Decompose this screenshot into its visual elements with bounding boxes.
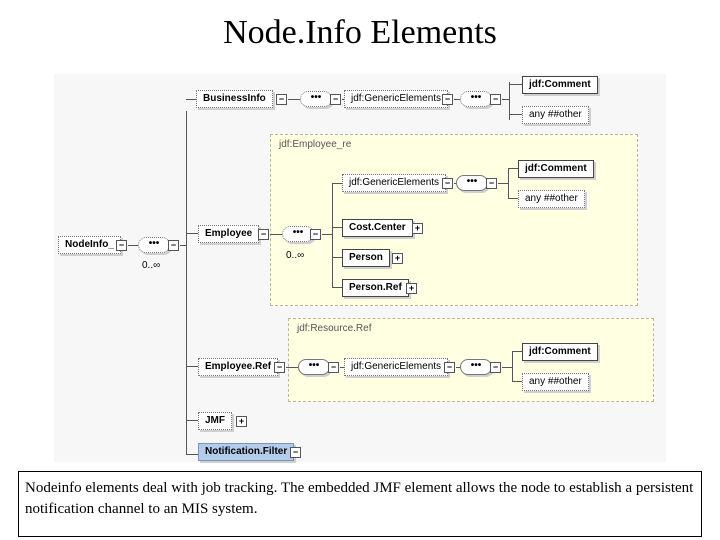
person-ref-expander[interactable]: + bbox=[406, 283, 417, 294]
cost-center-element[interactable]: Cost.Center bbox=[342, 219, 413, 237]
generic-elements-expander[interactable]: − bbox=[444, 362, 455, 373]
connector bbox=[502, 99, 509, 100]
connector bbox=[186, 366, 198, 367]
connector bbox=[456, 367, 460, 368]
comment-element[interactable]: jdf:Comment bbox=[522, 76, 598, 94]
comment-element[interactable]: jdf:Comment bbox=[518, 160, 594, 178]
connector bbox=[180, 245, 186, 246]
generic-elements-expander[interactable]: − bbox=[442, 94, 453, 105]
generic-elements-element[interactable]: jdf:GenericElements bbox=[342, 174, 447, 192]
sequence-expander[interactable]: − bbox=[490, 362, 501, 373]
employee-ref-expander[interactable]: − bbox=[274, 362, 285, 373]
connector bbox=[186, 420, 198, 421]
generic-elements-element[interactable]: jdf:GenericElements bbox=[344, 90, 449, 108]
connector bbox=[270, 234, 282, 235]
any-other-wildcard[interactable]: any ##other bbox=[522, 106, 589, 124]
business-info-expander[interactable]: − bbox=[276, 94, 287, 105]
connector bbox=[186, 233, 198, 234]
connector-trunk bbox=[186, 111, 187, 455]
employee-ref-element[interactable]: Employee.Ref bbox=[198, 358, 279, 376]
connector bbox=[332, 183, 333, 287]
jmf-expander[interactable]: + bbox=[236, 416, 247, 427]
any-other-wildcard[interactable]: any ##other bbox=[522, 373, 589, 391]
sequence-expander[interactable]: − bbox=[168, 240, 179, 251]
sequence-expander[interactable]: − bbox=[486, 178, 497, 189]
connector bbox=[512, 381, 522, 382]
choice-expander[interactable]: − bbox=[310, 229, 321, 240]
connector bbox=[288, 99, 300, 100]
connector bbox=[332, 257, 342, 258]
node-info-multiplicity: 0..∞ bbox=[142, 260, 161, 271]
notification-filter-expander[interactable]: − bbox=[290, 447, 301, 458]
sequence-compositor: ••• bbox=[298, 359, 330, 375]
business-info-element[interactable]: BusinessInfo bbox=[196, 90, 273, 108]
sequence-compositor: ••• bbox=[456, 175, 488, 191]
cost-center-expander[interactable]: + bbox=[412, 223, 423, 234]
connector bbox=[286, 367, 298, 368]
connector bbox=[508, 198, 518, 199]
connector bbox=[340, 367, 344, 368]
jmf-element[interactable]: JMF bbox=[198, 412, 232, 430]
employee-expander[interactable]: − bbox=[258, 229, 269, 240]
connector bbox=[322, 234, 332, 235]
connector bbox=[502, 367, 512, 368]
employee-choice-multiplicity: 0..∞ bbox=[286, 250, 305, 261]
connector bbox=[332, 183, 342, 184]
sequence-compositor: ••• bbox=[460, 91, 492, 107]
connector bbox=[186, 454, 198, 455]
node-info-expander[interactable]: − bbox=[116, 240, 127, 251]
connector bbox=[512, 351, 522, 352]
connector bbox=[186, 99, 196, 100]
any-other-wildcard[interactable]: any ##other bbox=[518, 190, 585, 208]
connector bbox=[512, 351, 513, 382]
employee-group-label: jdf:Employee_re bbox=[279, 139, 352, 150]
sequence-compositor: ••• bbox=[460, 359, 492, 375]
sequence-compositor: ••• bbox=[300, 91, 332, 107]
connector bbox=[509, 84, 522, 85]
node-info-element[interactable]: NodeInfo_ bbox=[58, 236, 121, 254]
resource-ref-group-label: jdf:Resource.Ref bbox=[297, 323, 372, 334]
connector bbox=[332, 227, 342, 228]
connector bbox=[508, 168, 518, 169]
connector bbox=[498, 183, 508, 184]
connector bbox=[342, 99, 344, 100]
sequence-expander[interactable]: − bbox=[330, 94, 341, 105]
person-element[interactable]: Person bbox=[342, 249, 390, 267]
comment-element[interactable]: jdf:Comment bbox=[522, 343, 598, 361]
connector bbox=[454, 99, 460, 100]
connector bbox=[128, 245, 138, 246]
employee-element[interactable]: Employee bbox=[198, 225, 260, 243]
connector bbox=[332, 287, 342, 288]
connector bbox=[454, 183, 456, 184]
generic-elements-expander[interactable]: − bbox=[442, 178, 453, 189]
caption-text: Nodeinfo elements deal with job tracking… bbox=[18, 471, 702, 537]
sequence-compositor: ••• bbox=[138, 237, 170, 253]
person-ref-element[interactable]: Person.Ref bbox=[342, 279, 409, 297]
connector bbox=[509, 114, 522, 115]
person-expander[interactable]: + bbox=[392, 253, 403, 264]
notification-filter-element[interactable]: Notification.Filter bbox=[198, 443, 295, 461]
page-title: Node.Info Elements bbox=[223, 14, 497, 51]
generic-elements-element[interactable]: jdf:GenericElements bbox=[344, 358, 449, 376]
connector bbox=[508, 168, 509, 198]
connector bbox=[509, 82, 510, 120]
choice-compositor: ••• bbox=[282, 226, 314, 242]
schema-diagram: BusinessInfo − ••• − jdf:GenericElements… bbox=[54, 74, 666, 462]
sequence-expander[interactable]: − bbox=[328, 362, 339, 373]
sequence-expander[interactable]: − bbox=[490, 94, 501, 105]
